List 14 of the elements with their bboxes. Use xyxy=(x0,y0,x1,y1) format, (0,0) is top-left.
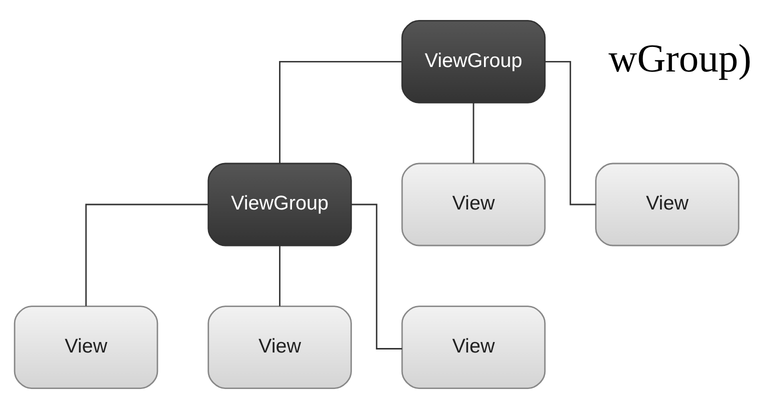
connector xyxy=(472,102,474,163)
connector xyxy=(544,60,596,205)
connector xyxy=(351,203,402,349)
node-box: View xyxy=(14,305,158,389)
connector xyxy=(279,245,280,306)
node-box: ViewGroup xyxy=(401,19,546,103)
connector xyxy=(279,60,402,163)
node-box: View xyxy=(595,162,740,246)
node-box: View xyxy=(401,305,546,389)
connector xyxy=(85,203,208,306)
node-box: ViewGroup xyxy=(208,162,352,246)
node-box: View xyxy=(208,305,352,389)
label: wGroup) xyxy=(608,36,752,80)
node-box: View xyxy=(401,162,546,246)
